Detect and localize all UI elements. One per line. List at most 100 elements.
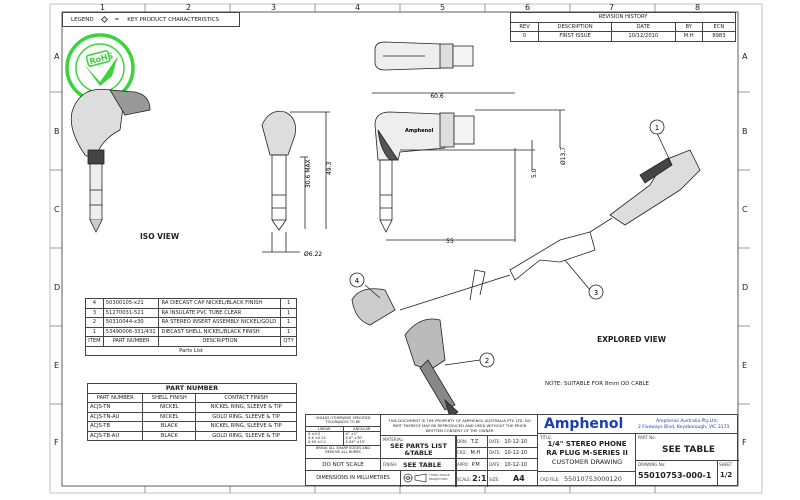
row-label: A — [742, 52, 748, 61]
column-header: CONTACT FINISH — [195, 392, 297, 403]
top-view-plug — [372, 41, 515, 94]
angular-label: ANGULAR — [353, 426, 371, 431]
dimension-label: Ø13.7 — [560, 147, 567, 165]
row-label: D — [54, 283, 61, 292]
dimension-label: 5.0 — [531, 168, 538, 178]
table-row: 0 FIRST ISSUE 10/12/2010 M.H 8983 — [509, 31, 737, 42]
row-label: C — [742, 205, 748, 214]
size-value: A4 — [512, 474, 525, 483]
cell: 2 — [85, 317, 104, 328]
cell: ACJS-TN-AU — [86, 411, 144, 422]
ckd-value: M.H — [470, 450, 481, 456]
cell: NICKEL RING, SLEEVE & TIP — [195, 421, 297, 432]
appd-date: 10-12-10 — [504, 462, 528, 468]
side-view-plug — [374, 109, 565, 242]
tolerance-value: X ±0.5 — [308, 431, 321, 436]
column-label: 5 — [440, 3, 446, 12]
sheet-label: SHEET — [719, 462, 733, 467]
cell: 1 — [280, 298, 297, 309]
row-label: D — [742, 283, 749, 292]
projection-symbol: THIRD ANGLE PROJECTION — [401, 471, 456, 487]
revision-history-table: REVISION HISTORY REV DESCRIPTION DATE BY… — [509, 12, 737, 42]
column-label: 6 — [525, 3, 531, 12]
balloon-label: 2 — [485, 357, 489, 365]
tolerance-value: X.X° ±30' — [345, 436, 363, 441]
material-value: SEE PARTS LIST &TABLE — [390, 442, 447, 457]
cad-file-label: CAD FILE: — [540, 477, 560, 482]
column-label: 4 — [355, 3, 361, 12]
row-label: B — [742, 127, 748, 136]
cell: DIECAST SHELL NICKEL/BLACK FINISH — [158, 326, 282, 337]
cell: 53490006-331/431 — [102, 326, 160, 337]
cell: ACJS-TN — [86, 402, 144, 413]
front-view-plug — [261, 110, 330, 253]
part-no-label: PART No: — [638, 435, 656, 440]
cell: RA INSULATE PVC TUBE CLEAR — [158, 307, 282, 318]
legend-label: LEGEND — [71, 16, 94, 23]
size-label: SIZE: — [489, 477, 500, 482]
cable-note: NOTE: SUITABLE FOR 8mm OD CABLE — [545, 381, 650, 387]
company-address: 2 Fiveways Blvd, Keysborough, VIC 3173 — [638, 425, 730, 430]
iso-view-label: ISO VIEW — [140, 232, 180, 241]
column-label: 3 — [271, 3, 277, 12]
date-label: DATE: — [489, 462, 501, 467]
date-label: DATE: — [489, 450, 501, 455]
company-block: Amphenol Amphenol Australia Pty.Ltd, 2 F… — [537, 414, 738, 434]
drawing-title-line: 1/4" STEREO PHONE — [547, 440, 627, 448]
cell: 0 — [509, 31, 540, 42]
drawing-no-value: 55010753-000-1 — [638, 471, 712, 480]
cell: 1 — [280, 307, 297, 318]
row-label: E — [742, 361, 748, 370]
row-label: E — [54, 361, 60, 370]
dimension-label: 55 — [446, 238, 454, 245]
property-notice: THIS DOCUMENT IS THE PROPERTY OF AMPHENO… — [381, 415, 538, 436]
material-label: MATERIAL: — [383, 437, 405, 442]
part-number-title: PART NUMBER — [87, 383, 297, 394]
cell: 51270031-521 — [102, 307, 160, 318]
column-label: 8 — [695, 3, 701, 12]
company-name: Amphenol Australia Pty.Ltd, — [656, 419, 719, 424]
drawing-title-line: RA PLUG M-SERIES II — [546, 448, 628, 457]
cad-file-value: 55010753000120 — [564, 475, 622, 483]
cell: BLACK — [142, 421, 197, 432]
drn-label: DRN: — [457, 439, 468, 444]
edges-note: BREAK ALL SHARP EDGES AND REMOVE ALL BUR… — [315, 445, 371, 455]
part-number-header: PART NUMBER — [102, 336, 160, 347]
drawing-no-label: DRAWING No: — [638, 462, 666, 467]
dimensions-unit: DIMENSIONS IN MILLIMETRES — [306, 471, 401, 487]
balloon-4 — [349, 272, 365, 288]
row-label: C — [54, 205, 60, 214]
cell: 50300105-x21 — [102, 298, 160, 309]
cell: 8983 — [701, 31, 737, 42]
projection-label: THIRD ANGLE PROJECTION — [429, 473, 450, 481]
cell: 50310044-x30 — [102, 317, 160, 328]
cell: GOLD RING, SLEEVE & TIP — [195, 411, 297, 422]
row-label: A — [54, 52, 60, 61]
cell: 4 — [85, 298, 104, 309]
row-label: F — [742, 438, 747, 447]
balloon-2 — [479, 352, 495, 368]
drawing-title-line: CUSTOMER DRAWING — [551, 458, 623, 466]
parts-list-caption: Parts List — [85, 345, 297, 356]
cell: M.H — [674, 31, 703, 42]
dimension-label: 60.6 — [430, 93, 444, 100]
dimension-label: Ø6.22 — [304, 251, 322, 258]
brand-on-part: Amphenol — [405, 128, 434, 134]
ckd-label: CKD: — [457, 450, 467, 455]
cell: ACJS-TB-AU — [86, 430, 144, 441]
exploded-view-label: EXPLORED VIEW — [597, 335, 667, 344]
qty-header: QTY — [280, 336, 297, 347]
item-header: ITEM — [85, 336, 104, 347]
part-no-value: SEE TABLE — [662, 445, 716, 455]
cell: NICKEL RING, SLEEVE & TIP — [195, 402, 297, 413]
column-header: PART NUMBER — [86, 392, 144, 403]
column-label: 7 — [609, 3, 615, 12]
drawing-title-block: TITLE: 1/4" STEREO PHONE RA PLUG M-SERIE… — [537, 434, 739, 486]
cell: RA STEREO INSERT ASSEMBLY NICKEL/GOLD — [158, 317, 282, 328]
